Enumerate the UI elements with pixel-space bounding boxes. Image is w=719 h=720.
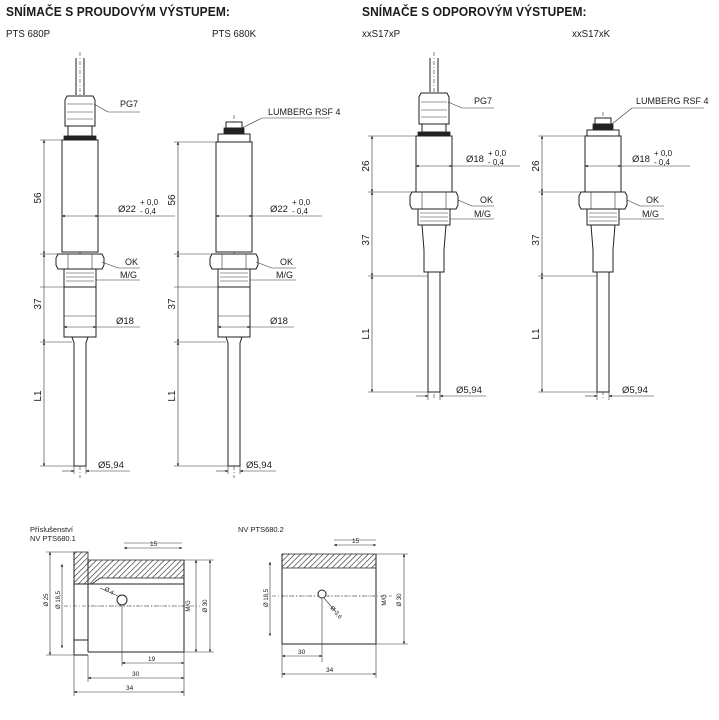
connector-xxs17xp: PG7 [474, 96, 492, 106]
accessory2-dia-inner: Ø 18,5 [264, 588, 270, 607]
dia-body-pts680k: Ø22 [270, 204, 288, 215]
model-label-pts680p: PTS 680P [6, 28, 51, 40]
hex-label-xxs17xp: OK [480, 195, 493, 205]
dim-len-xxs17xp: L1 [361, 328, 372, 340]
accessory1-dim-34: 34 [126, 685, 134, 692]
dim-mid-pts680k: 37 [167, 298, 178, 310]
tol-minus-pts680p: - 0,4 [140, 207, 157, 216]
dim-top-pts680k: 56 [167, 194, 178, 206]
dim-mid-pts680p: 37 [33, 298, 44, 310]
dia-body-xxs17xp: Ø18 [466, 154, 484, 165]
tol-plus-pts680p: + 0,0 [140, 198, 159, 207]
accessory1-dia-right: Ø 30 [203, 599, 209, 613]
hex-label-pts680p: OK [125, 257, 138, 267]
accessory1-title-line2: NV PTS680.1 [30, 534, 76, 543]
accessory2-title: NV PTS680.2 [238, 525, 284, 534]
accessory1-title-line1: Příslušenství [30, 525, 74, 534]
sensor-xxs17xp: 26 37 L1 PG7 Ø18 + 0,0 - 0,4 OK M/G Ø5,9… [361, 52, 520, 400]
tol-minus-xxs17xk: - 0,4 [654, 158, 671, 167]
tol-plus-xxs17xk: + 0,0 [654, 149, 673, 158]
accessory2-dim-30: 30 [298, 649, 306, 656]
accessory1-hole: Ø 4 [103, 587, 115, 597]
accessory-nv-pts680-1: Příslušenství NV PTS680.1 15 Ø 4 Ø 25 Ø … [30, 525, 214, 696]
dia-body-pts680p: Ø22 [118, 204, 136, 215]
dia-neck-pts680p: Ø18 [116, 316, 134, 327]
thread-label-xxs17xk: M/G [642, 209, 659, 219]
sensor-pts680k: 56 37 L1 LUMBERG RSF 4 Ø22 + 0,0 - 0,4 O… [167, 107, 341, 478]
dim-top-xxs17xk: 26 [531, 160, 542, 172]
connector-pts680k: LUMBERG RSF 4 [268, 107, 341, 117]
dim-top-xxs17xp: 26 [361, 160, 372, 172]
dim-top-pts680p: 56 [33, 192, 44, 204]
dia-probe-pts680k: Ø5,94 [246, 460, 272, 471]
tol-plus-xxs17xp: + 0,0 [488, 149, 507, 158]
accessory1-dim-30: 30 [132, 671, 140, 678]
tol-minus-xxs17xp: - 0,4 [488, 158, 505, 167]
accessory2-dia-right: Ø 30 [397, 593, 403, 607]
dia-neck-pts680k: Ø18 [270, 316, 288, 327]
sensor-pts680p: 56 37 L1 PG7 Ø22 + 0,0 - 0,4 OK M/G Ø18 … [33, 52, 175, 478]
dim-mid-xxs17xp: 37 [361, 234, 372, 246]
dia-probe-xxs17xp: Ø5,94 [456, 385, 482, 396]
sensor-xxs17xk: 26 37 L1 LUMBERG RSF 4 Ø18 + 0,0 - 0,4 O… [531, 96, 709, 400]
accessory2-dim-34: 34 [326, 667, 334, 674]
model-label-pts680k: PTS 680K [212, 28, 257, 40]
accessory1-dim-top: 15 [150, 541, 158, 548]
dim-len-pts680k: L1 [167, 390, 178, 402]
accessory1-dim-19: 19 [148, 656, 156, 663]
thread-label-xxs17xp: M/G [474, 209, 491, 219]
dia-probe-pts680p: Ø5,94 [98, 460, 124, 471]
connector-pts680p: PG7 [120, 99, 138, 109]
dim-len-xxs17xk: L1 [531, 328, 542, 340]
model-label-xxs17xk: xxS17xK [572, 28, 611, 40]
accessory2-dim-top: 15 [352, 538, 360, 545]
accessory-nv-pts680-2: NV PTS680.2 15 Ø 3,6 Ø 18,5 M/G Ø 30 30 … [238, 525, 408, 678]
connector-xxs17xk: LUMBERG RSF 4 [636, 96, 709, 106]
dia-probe-xxs17xk: Ø5,94 [622, 385, 648, 396]
accessory2-thread: M/G [382, 594, 388, 606]
hex-label-pts680k: OK [280, 257, 293, 267]
tol-plus-pts680k: + 0,0 [292, 198, 311, 207]
accessory1-dia-inner: Ø 18,5 [56, 590, 62, 609]
header-resistive-output: SNÍMAČE S ODPOROVÝM VÝSTUPEM: [362, 4, 587, 19]
model-label-xxs17xp: xxS17xP [362, 28, 401, 40]
accessory1-dia-outer: Ø 25 [44, 593, 50, 607]
accessory1-thread: M/G [186, 600, 192, 612]
accessory2-hole: Ø 3,6 [328, 605, 342, 621]
dim-mid-xxs17xk: 37 [531, 234, 542, 246]
thread-label-pts680k: M/G [276, 270, 293, 280]
thread-label-pts680p: M/G [120, 270, 137, 280]
tol-minus-pts680k: - 0,4 [292, 207, 309, 216]
dia-body-xxs17xk: Ø18 [632, 154, 650, 165]
dim-len-pts680p: L1 [33, 390, 44, 402]
hex-label-xxs17xk: OK [646, 195, 659, 205]
header-current-output: SNÍMAČE S PROUDOVÝM VÝSTUPEM: [6, 4, 230, 19]
